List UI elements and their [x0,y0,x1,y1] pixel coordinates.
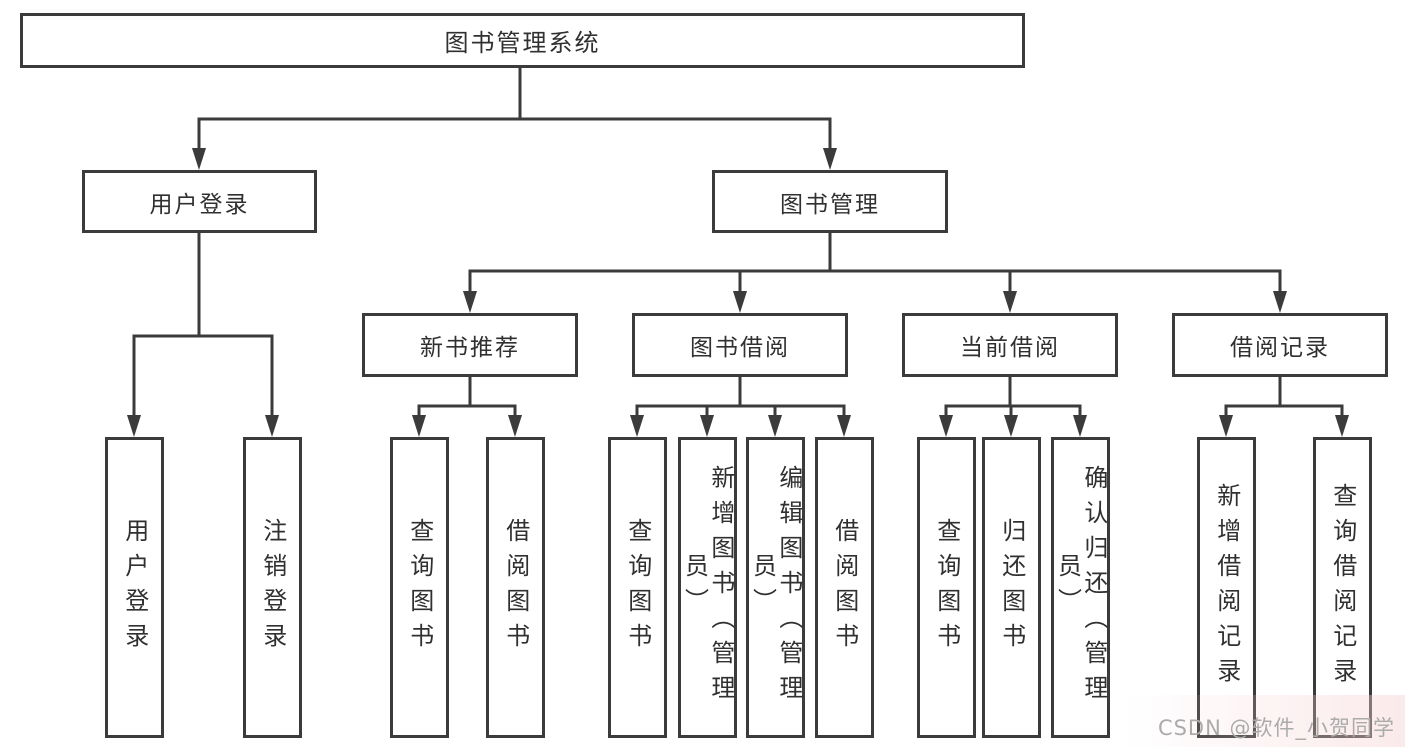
leaf-borrow-books-recommend: 借阅图书 [486,437,545,738]
node-book-management: 图书管理 [712,170,948,233]
leaf-query-books-borrowing-label: 查询图书 [623,517,652,658]
leaf-user-login: 用户登录 [105,437,164,738]
node-book-management-label: 图书管理 [780,191,880,218]
node-borrowing-records-label: 借阅记录 [1230,335,1330,361]
node-current-borrowing-label: 当前借阅 [960,335,1060,361]
node-book-borrowing: 图书借阅 [632,313,848,377]
leaf-logout-login: 注销登录 [243,437,302,738]
leaf-add-borrow-record: 新增借阅记录 [1197,437,1256,738]
node-current-borrowing: 当前借阅 [902,313,1118,377]
leaf-confirm-return-admin: 确认归还（管理员） [1051,437,1110,738]
leaf-borrow-books-recommend-label: 借阅图书 [501,517,530,658]
node-borrowing-records: 借阅记录 [1172,313,1388,377]
leaf-query-books-recommend-label: 查询图书 [405,517,434,658]
leaf-borrow-books-label: 借阅图书 [830,517,859,658]
node-new-book-recommend-label: 新书推荐 [420,335,520,361]
leaf-return-books-label: 归还图书 [997,517,1026,658]
leaf-logout-login-label: 注销登录 [258,517,287,658]
leaf-confirm-return-admin-label: 确认归还（管理员） [1053,465,1108,710]
leaf-query-books-recommend: 查询图书 [390,437,449,738]
leaf-query-borrow-record: 查询借阅记录 [1313,437,1372,738]
leaf-query-books-current: 查询图书 [917,437,976,738]
leaf-add-book-admin: 新增图书（管理员） [678,437,737,738]
node-book-borrowing-label: 图书借阅 [690,335,790,361]
csdn-watermark: CSDN @软件_小贺同学 [1157,716,1395,740]
leaf-edit-book-admin: 编辑图书（管理员） [746,437,805,738]
node-user-login-label: 用户登录 [149,191,250,218]
node-root-label: 图书管理系统 [444,29,601,57]
leaf-user-login-label: 用户登录 [120,517,149,658]
node-root-system: 图书管理系统 [20,13,1025,68]
leaf-add-borrow-record-label: 新增借阅记录 [1212,482,1241,693]
leaf-borrow-books: 借阅图书 [815,437,874,738]
node-user-login: 用户登录 [82,170,317,233]
leaf-query-books-current-label: 查询图书 [932,517,961,658]
leaf-query-books-borrowing: 查询图书 [608,437,667,738]
leaf-query-borrow-record-label: 查询借阅记录 [1328,482,1357,693]
leaf-add-book-admin-label: 新增图书（管理员） [680,465,735,710]
leaf-edit-book-admin-label: 编辑图书（管理员） [748,465,803,710]
node-new-book-recommend: 新书推荐 [362,313,578,377]
leaf-return-books: 归还图书 [982,437,1041,738]
